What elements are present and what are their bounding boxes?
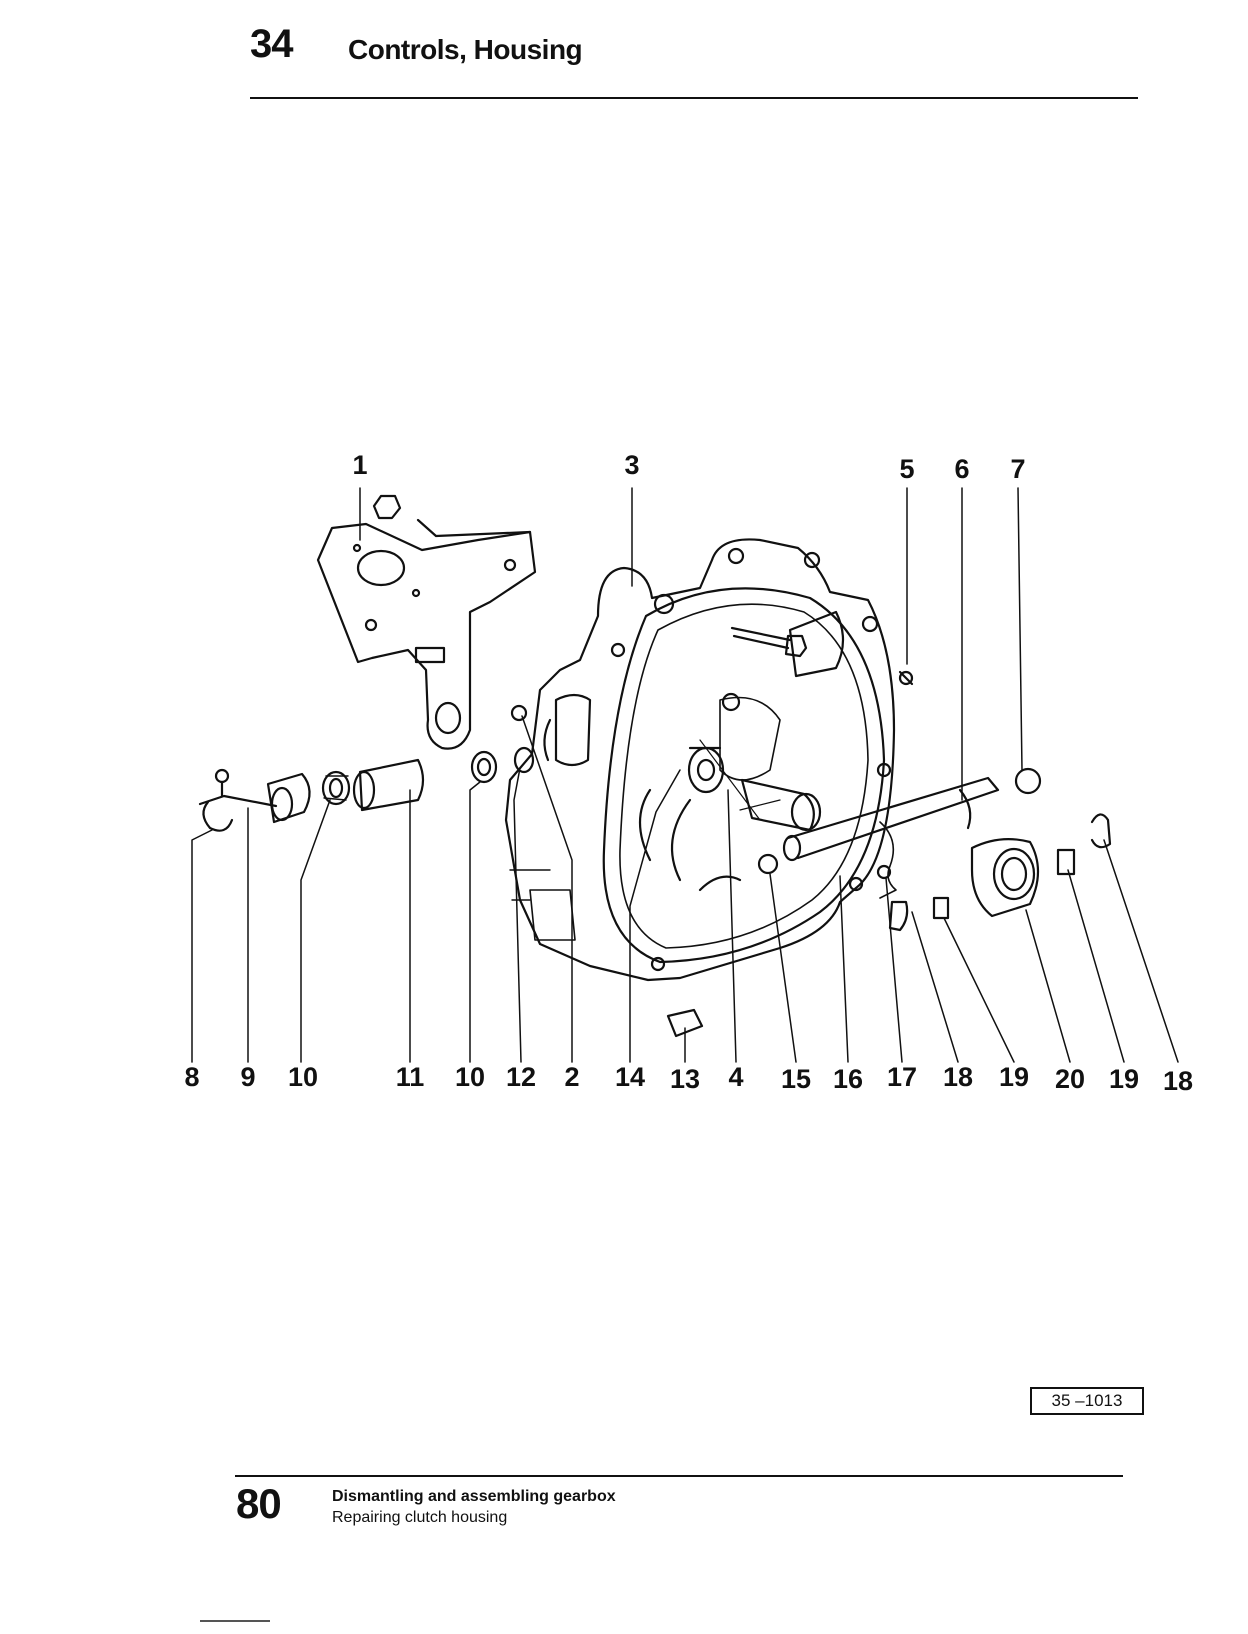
release-bearing-part-20 [876,813,1112,932]
callout-20: 20 [1054,1064,1086,1094]
section-number: 34 [250,22,293,66]
callout-8: 8 [184,1062,200,1092]
section-title: Controls, Housing [348,34,583,65]
scan-artifact-line [200,1620,270,1622]
plug-part-13 [666,1008,704,1038]
callout-10a: 10 [287,1062,319,1092]
callout-13: 13 [669,1064,701,1094]
reference-box: 35 –1013 [1030,1387,1144,1415]
header-rule [250,97,1138,99]
callout-10b: 10 [454,1062,486,1092]
callout-3: 3 [624,450,640,480]
page-number: 80 [236,1480,282,1527]
callout-5: 5 [899,454,915,484]
callout-19b: 19 [1108,1064,1140,1094]
callout-17: 17 [886,1062,918,1092]
footer-rule [235,1475,1123,1477]
release-shaft-part-6 [782,776,1000,899]
callout-2: 2 [564,1062,580,1092]
callout-19a: 19 [998,1062,1030,1092]
callout-16: 16 [832,1064,864,1094]
bush-part-7 [1014,767,1042,795]
footer-chapter: Dismantling and assembling gearbox [332,1488,616,1505]
clutch-housing-part-3 [504,538,896,982]
bolt-part-5 [730,626,914,686]
footer-subchapter: Repairing clutch housing [332,1509,508,1526]
callout-7: 7 [1010,454,1026,484]
callout-18a: 18 [942,1062,974,1092]
callout-9: 9 [240,1062,256,1092]
callout-12: 12 [505,1062,537,1092]
callout-4: 4 [728,1062,744,1092]
callout-6: 6 [954,454,970,484]
leader-lines [191,487,1179,1063]
left-parts-8-11 [198,704,535,832]
callout-1: 1 [352,450,368,480]
bracket-part-1 [316,494,537,750]
guide-sleeve-part-4 [687,692,822,875]
callout-15: 15 [780,1064,812,1094]
callout-18b: 18 [1162,1066,1194,1096]
callout-11: 11 [395,1062,425,1092]
callout-14: 14 [614,1062,646,1092]
